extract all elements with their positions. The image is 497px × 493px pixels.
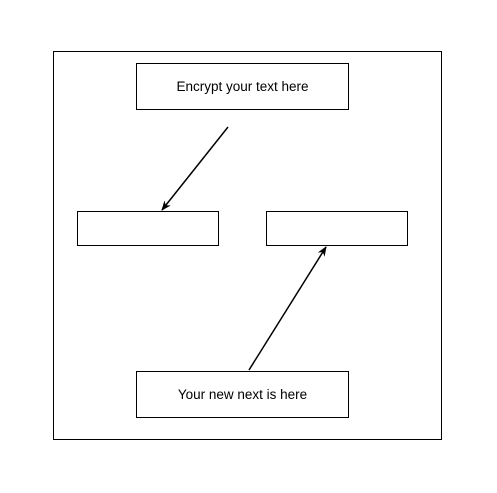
encrypt-input-label: Encrypt your text here	[176, 79, 309, 94]
encrypt-input-box[interactable]: Encrypt your text here	[136, 63, 349, 110]
diagram-frame	[53, 51, 442, 440]
result-text-label: Your new next is here	[177, 387, 308, 402]
result-text-box[interactable]: Your new next is here	[136, 371, 349, 418]
right-output-box[interactable]	[266, 211, 408, 246]
left-output-box[interactable]	[77, 211, 219, 246]
